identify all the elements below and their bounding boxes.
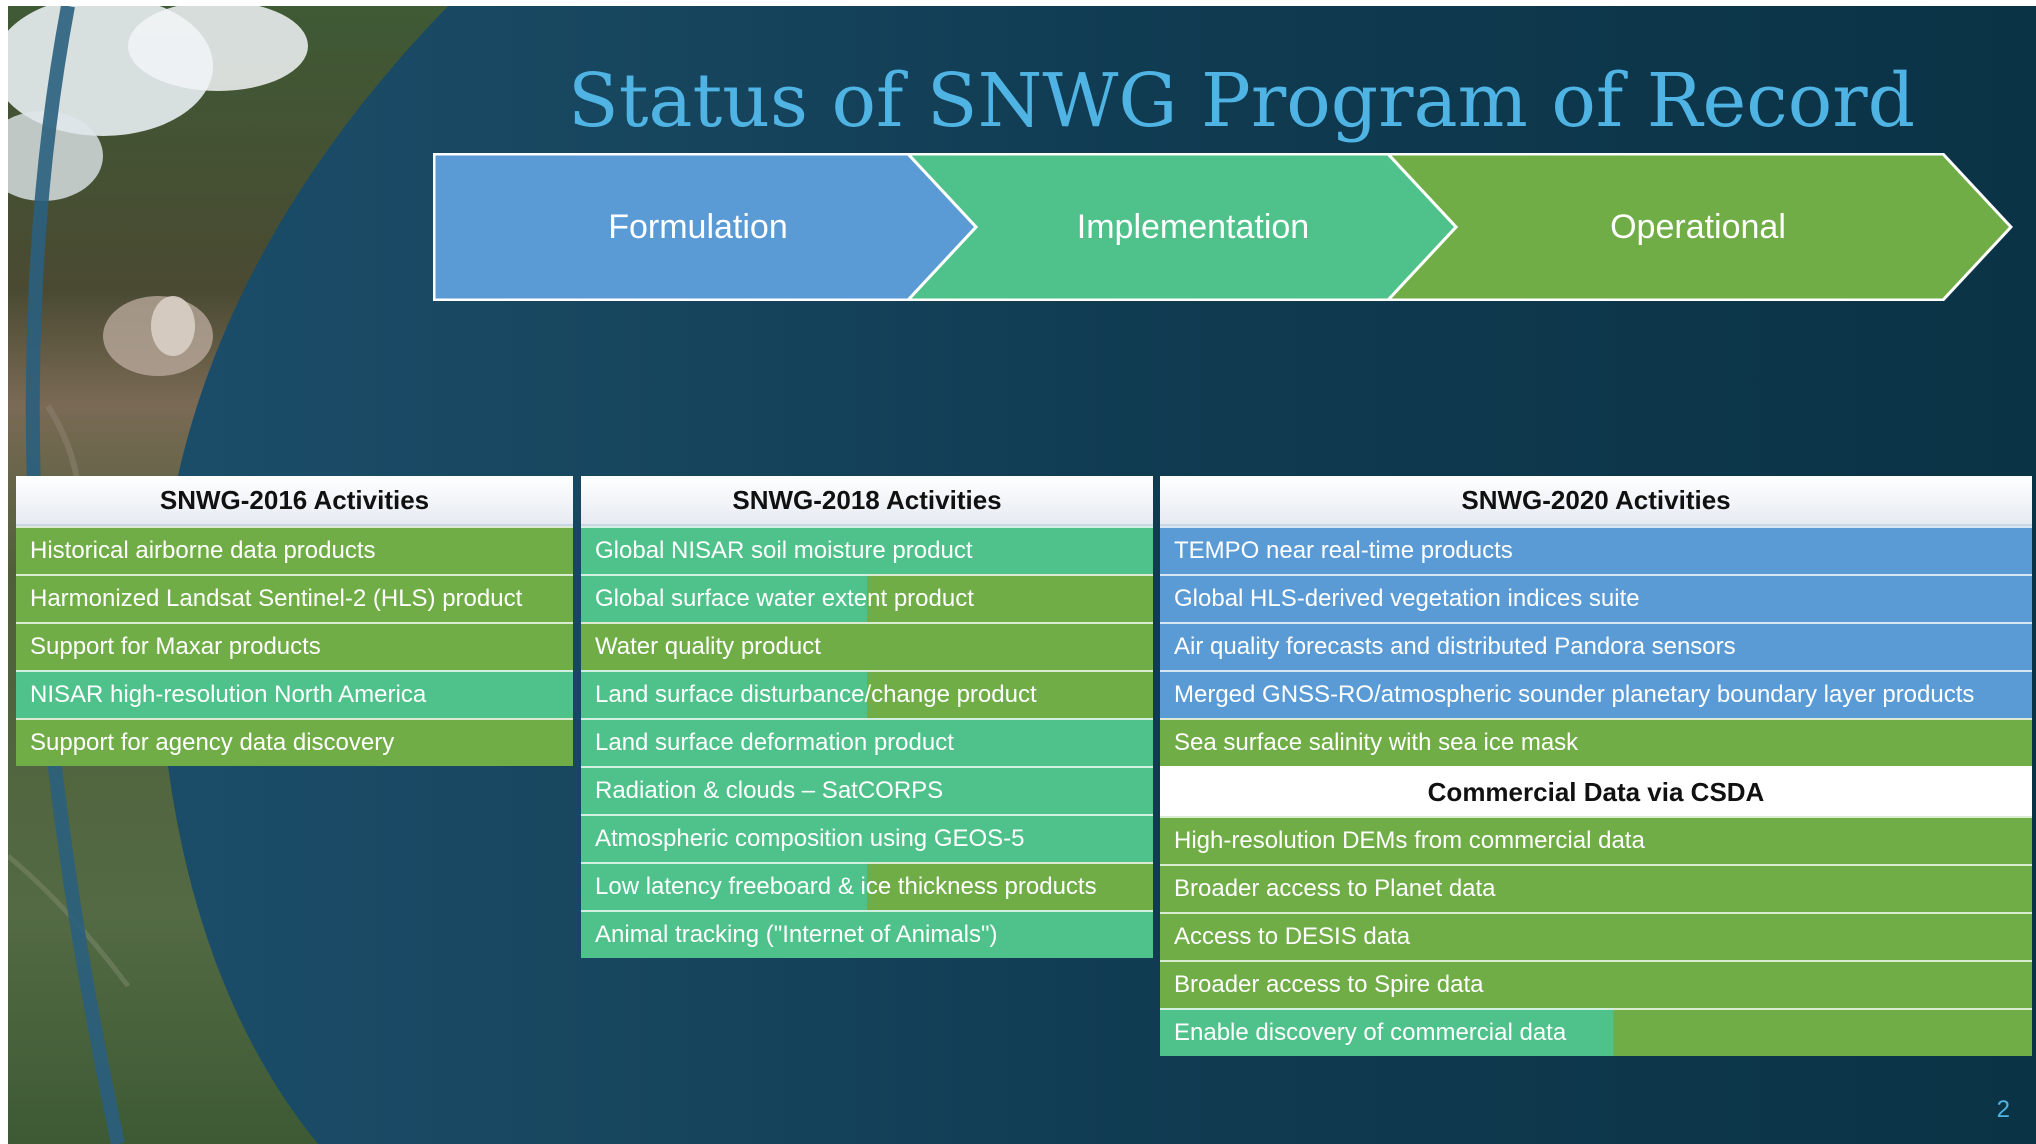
activity-row-support-for-agency-data-discovery: Support for agency data discovery [16,718,573,766]
activity-row-atmospheric-composition-using-geos-5: Atmospheric composition using GEOS-5 [581,814,1153,862]
activity-row-sea-surface-salinity-with-sea-ice-mask: Sea surface salinity with sea ice mask [1160,718,2032,766]
stage-label-formulation: Formulation [608,208,788,246]
activity-row-enable-discovery-of-commercial-data: Enable discovery of commercial data [1160,1008,2032,1056]
activity-row-air-quality-forecasts-and-distributed-pa: Air quality forecasts and distributed Pa… [1160,622,2032,670]
stage-label-operational: Operational [1610,208,1786,246]
activity-row-land-surface-deformation-product: Land surface deformation product [581,718,1153,766]
activity-row-land-surface-disturbance-change-product: Land surface disturbance/change product [581,670,1153,718]
stage-arrow-formulation [433,153,979,301]
slide: Status of SNWG Program of Record Formula… [8,6,2036,1144]
activity-row-nisar-high-resolution-north-america: NISAR high-resolution North America [16,670,573,718]
activity-row-broader-access-to-spire-data: Broader access to Spire data [1160,960,2032,1008]
activity-row-global-hls-derived-vegetation-indices-su: Global HLS-derived vegetation indices su… [1160,574,2032,622]
stage-process-bar: Formulation Implementation Operational [433,153,2013,301]
activity-row-global-surface-water-extent-product: Global surface water extent product [581,574,1153,622]
activity-row-merged-gnss-ro-atmospheric-sounder-plane: Merged GNSS-RO/atmospheric sounder plane… [1160,670,2032,718]
page-number: 2 [1996,1096,2010,1123]
activity-row-high-resolution-dems-from-commercial-dat: High-resolution DEMs from commercial dat… [1160,816,2032,864]
page-title: Status of SNWG Program of Record [568,58,1916,144]
activity-row-support-for-maxar-products: Support for Maxar products [16,622,573,670]
activity-row-access-to-desis-data: Access to DESIS data [1160,912,2032,960]
activity-row-broader-access-to-planet-data: Broader access to Planet data [1160,864,2032,912]
activity-row-tempo-near-real-time-products: TEMPO near real-time products [1160,526,2032,574]
table-header: SNWG-2016 Activities [16,476,573,526]
activity-row-harmonized-landsat-sentinel-2-hls-produc: Harmonized Landsat Sentinel-2 (HLS) prod… [16,574,573,622]
activity-row-animal-tracking-internet-of-animals: Animal tracking ("Internet of Animals") [581,910,1153,958]
table-header: SNWG-2018 Activities [581,476,1153,526]
satellite-image [8,6,448,1144]
activity-row-historical-airborne-data-products: Historical airborne data products [16,526,573,574]
table-header: SNWG-2020 Activities [1160,476,2032,526]
activity-row-water-quality-product: Water quality product [581,622,1153,670]
activity-row-low-latency-freeboard-ice-thickness-prod: Low latency freeboard & ice thickness pr… [581,862,1153,910]
stage-label-implementation: Implementation [1076,208,1310,246]
activity-row-global-nisar-soil-moisture-product: Global NISAR soil moisture product [581,526,1153,574]
activity-row-radiation-clouds-satcorps: Radiation & clouds – SatCORPS [581,766,1153,814]
commercial-data-subheader: Commercial Data via CSDA [1160,766,2032,816]
